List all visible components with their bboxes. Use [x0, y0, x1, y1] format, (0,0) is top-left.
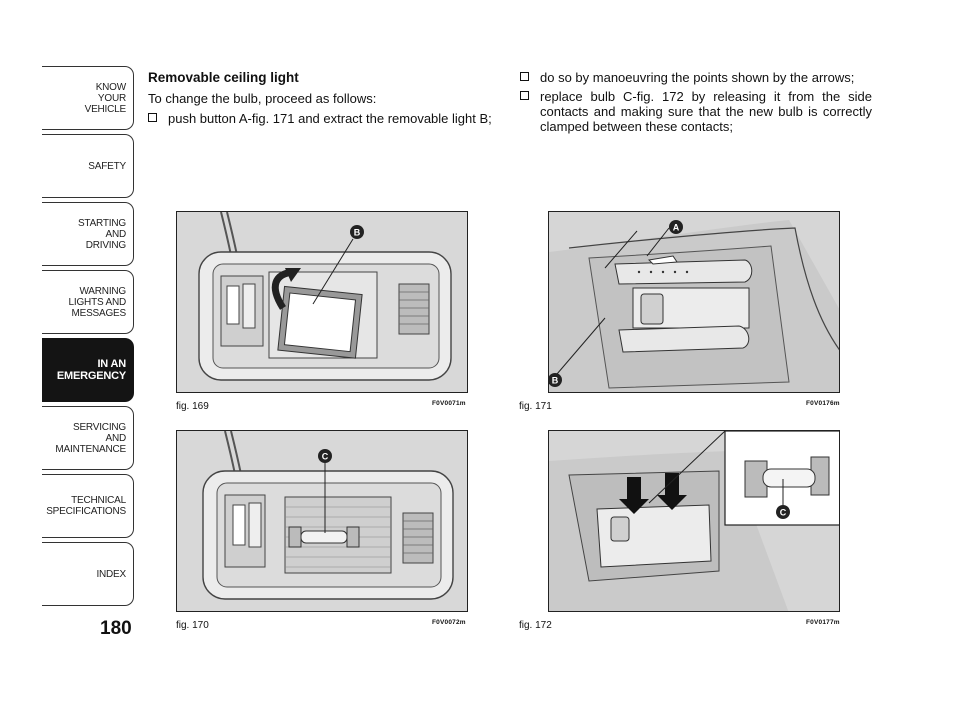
callout-label-c: C [322, 452, 329, 462]
bullet-item: replace bulb C-fig. 172 by releasing it … [520, 89, 872, 134]
figure-170-illustration: C [176, 430, 468, 612]
figure-code: F0V0071m [432, 400, 466, 407]
callout-label-c: C [780, 508, 787, 518]
intro-text: To change the bulb, proceed as follows: [148, 91, 377, 106]
checkbox-bullet-icon [520, 72, 529, 81]
checkbox-bullet-icon [520, 91, 529, 100]
figure-caption: fig. 171 [519, 401, 552, 412]
callout-label-a: A [673, 223, 680, 233]
right-text-column: do so by manoeuvring the points shown by… [520, 70, 872, 138]
figure-caption: fig. 169 [176, 401, 209, 412]
bullet-item: do so by manoeuvring the points shown by… [520, 70, 872, 85]
figure-169-illustration: B [176, 211, 468, 393]
tab-safety[interactable]: SAFETY [42, 134, 134, 198]
figure-caption: fig. 172 [519, 620, 552, 631]
tab-label: SAFETY [88, 160, 126, 172]
bullet-text: do so by manoeuvring the points shown by… [540, 70, 855, 85]
figure-code: F0V0072m [432, 619, 466, 626]
figure-code: F0V0176m [806, 400, 840, 407]
figure-caption: fig. 170 [176, 620, 209, 631]
callout-label-b: B [354, 228, 361, 238]
figure-172-illustration: C [548, 430, 840, 612]
left-text-column: Removable ceiling light To change the bu… [148, 70, 500, 130]
tab-index[interactable]: INDEX [42, 542, 134, 606]
figure-code: F0V0177m [806, 619, 840, 626]
bullet-item: push button A-fig. 171 and extract the r… [148, 111, 500, 126]
bullet-text: replace bulb C-fig. 172 by releasing it … [540, 89, 872, 134]
bullet-text: push button A-fig. 171 and extract the r… [168, 111, 492, 126]
callout-label-b: B [552, 376, 559, 386]
figure-171-illustration: A B [548, 211, 840, 393]
page-number: 180 [100, 618, 132, 639]
section-heading: Removable ceiling light [148, 70, 299, 85]
checkbox-bullet-icon [148, 113, 157, 122]
tab-label: INDEX [96, 568, 126, 580]
